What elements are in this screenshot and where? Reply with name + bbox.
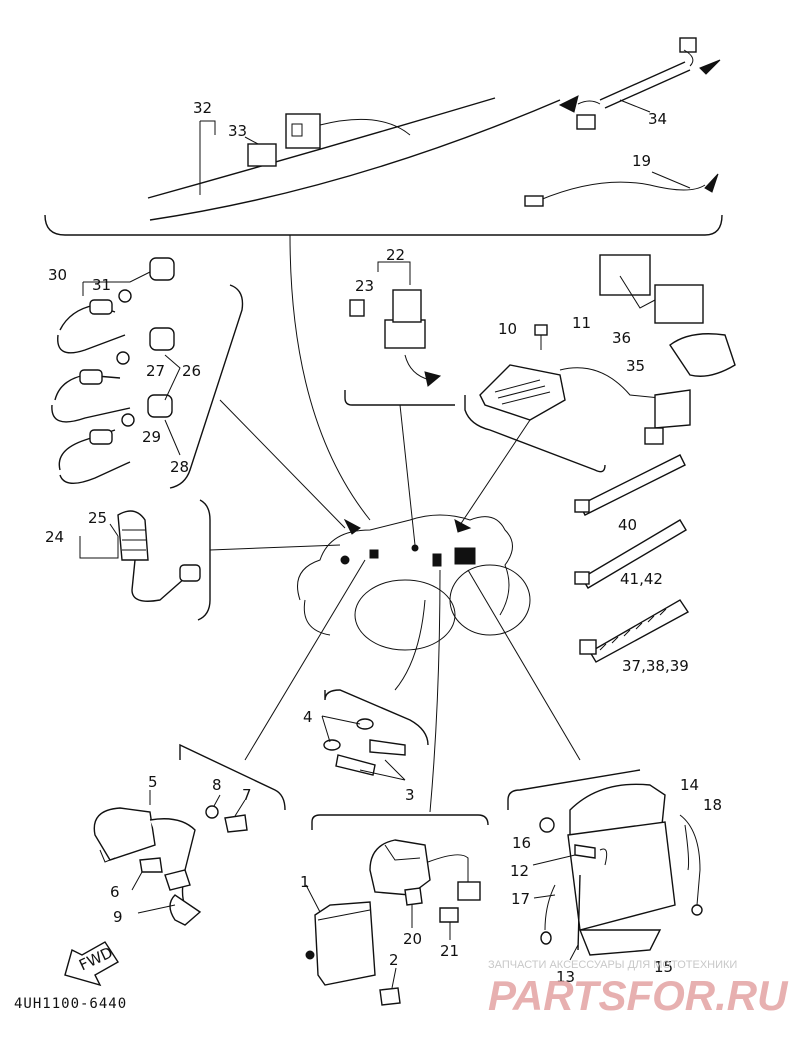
elbow-30 xyxy=(149,257,175,281)
hose-9 xyxy=(169,894,202,926)
bolt-6 xyxy=(139,857,163,873)
callout-14: 14 xyxy=(680,776,699,794)
callout-20: 20 xyxy=(403,930,422,948)
callout-6: 6 xyxy=(110,883,120,901)
tie-40 xyxy=(579,454,686,516)
callout-21: 21 xyxy=(440,942,459,960)
callout-29: 29 xyxy=(142,428,161,446)
callout-9: 9 xyxy=(113,908,123,926)
cdi-group xyxy=(305,814,489,1006)
callout-32: 32 xyxy=(193,99,212,117)
bolts-3-4-group xyxy=(321,689,429,781)
starter-relay-group xyxy=(344,261,455,406)
callout-8: 8 xyxy=(212,776,222,794)
tie-37-39 xyxy=(589,599,690,663)
sub-harness-34 xyxy=(599,61,686,101)
callout-22: 22 xyxy=(386,246,405,264)
callout-30: 30 xyxy=(48,266,67,284)
callout-3: 3 xyxy=(405,786,415,804)
callout-11: 11 xyxy=(572,314,591,332)
watermark-logo: PARTSFOR.RU xyxy=(488,972,789,1019)
callout-13: 13 xyxy=(556,968,575,986)
ignition-coil-20 xyxy=(369,839,431,896)
switch-25 xyxy=(117,510,149,561)
callout-19: 19 xyxy=(632,152,651,170)
washer-8 xyxy=(205,805,219,819)
watermark-logo-text: PARTSFOR.RU xyxy=(488,972,789,1019)
callout-37: 37,38,39 xyxy=(622,657,689,675)
battery-location xyxy=(454,547,476,565)
lead-wire-19 xyxy=(539,181,706,201)
cable-ties-group xyxy=(574,454,690,663)
fuse-23 xyxy=(349,299,365,317)
atv-outline xyxy=(297,514,531,651)
callout-35: 35 xyxy=(626,357,645,375)
connector-33-large xyxy=(285,113,321,149)
callout-24: 24 xyxy=(45,528,64,546)
cdi-unit-1 xyxy=(314,901,376,986)
battery-group xyxy=(507,769,703,961)
callout-4: 4 xyxy=(303,708,313,726)
callout-16: 16 xyxy=(512,834,531,852)
relay-22 xyxy=(384,319,426,349)
bolt-21 xyxy=(439,907,459,923)
callout-5: 5 xyxy=(148,773,158,791)
fwd-arrow-icon: FWD xyxy=(64,941,119,987)
switch-group xyxy=(79,499,211,621)
callout-28: 28 xyxy=(170,458,189,476)
rear-wheel xyxy=(449,564,531,636)
terminal-12 xyxy=(574,844,596,859)
callout-34: 34 xyxy=(648,110,667,128)
lead-group-5-9 xyxy=(93,743,286,926)
bolt-7 xyxy=(224,814,248,833)
watermark-tagline: ЗАПЧАСТИ АКСЕССУАРЫ ДЛЯ МОТОТЕХНИКИ xyxy=(488,959,738,971)
diagram-code: 4UH1100-6440 xyxy=(14,996,128,1012)
callout-10: 10 xyxy=(498,320,517,338)
sensor-leads-group xyxy=(51,257,244,489)
callout-2: 2 xyxy=(389,951,399,969)
sensor-lead-31 xyxy=(89,299,113,315)
callout-33: 33 xyxy=(228,122,247,140)
rectifier-regulator-group xyxy=(464,254,736,473)
top-harness-group xyxy=(44,37,723,236)
callout-31: 31 xyxy=(92,276,111,294)
cap-16 xyxy=(539,817,555,833)
callout-27: 27 xyxy=(146,362,165,380)
front-wheel xyxy=(354,579,456,651)
callout-15: 15 xyxy=(654,958,673,976)
callout-25: 25 xyxy=(88,509,107,527)
bolt-11 xyxy=(534,324,548,336)
callout-40: 40 xyxy=(618,516,637,534)
callout-26: 26 xyxy=(182,362,201,380)
battery-cover-14 xyxy=(569,783,666,836)
coupler-cover-36-a xyxy=(599,254,651,296)
relay-5 xyxy=(93,807,156,861)
cap-34-bottom xyxy=(576,114,596,130)
battery-15 xyxy=(567,821,676,931)
callout-1: 1 xyxy=(300,873,310,891)
bolt-2 xyxy=(379,987,401,1006)
callout-12: 12 xyxy=(510,862,529,880)
callout-23: 23 xyxy=(355,277,374,295)
connector-33-small xyxy=(247,143,277,167)
coupler-cover-36-b xyxy=(654,284,704,324)
leader-lines xyxy=(209,234,581,813)
callout-36: 36 xyxy=(612,329,631,347)
callout-7: 7 xyxy=(242,786,252,804)
cover-35 xyxy=(669,333,736,377)
rectifier-10 xyxy=(479,364,566,421)
cap-34-top xyxy=(679,37,697,53)
callout-17: 17 xyxy=(511,890,530,908)
callout-18: 18 xyxy=(703,796,722,814)
callout-41: 41,42 xyxy=(620,570,663,588)
